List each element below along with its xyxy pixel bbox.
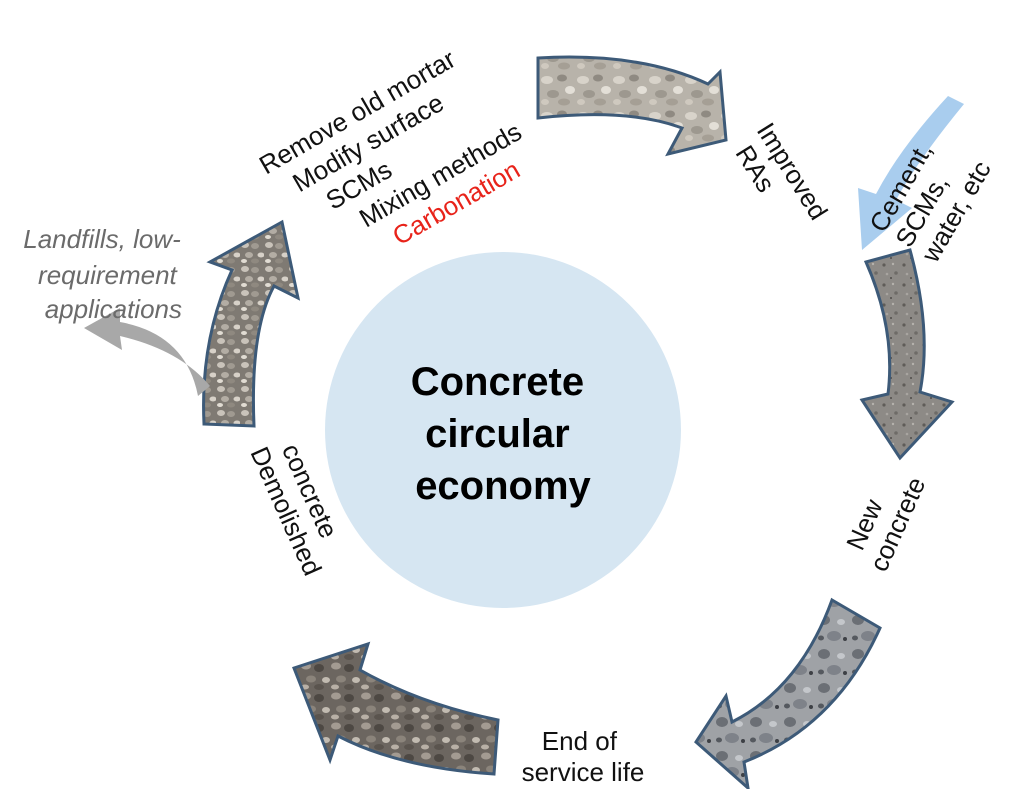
- inputs-label: Cement, SCMs, water, etc: [863, 126, 997, 268]
- center-title-line-1: Concrete: [411, 360, 584, 404]
- input-materials-arrow: [858, 96, 964, 250]
- diversion-arrow: [84, 308, 210, 396]
- diversion-label: Landfills, low- requirement applications: [23, 224, 188, 324]
- service-life-arrow: [694, 597, 882, 789]
- crushing-to-treatment-arrow: [202, 219, 301, 428]
- improved-ras-label: Improved RAs: [725, 117, 836, 244]
- mixing-to-new-concrete-arrow: [859, 248, 955, 461]
- end-of-service-line-2: service life: [522, 757, 645, 787]
- demolition-arrow: [292, 641, 500, 776]
- diversion-line-2: requirement: [38, 260, 179, 290]
- end-of-service-line-1: End of: [542, 726, 618, 756]
- center-title-line-3: economy: [415, 464, 591, 508]
- center-title: Concrete circular economy: [411, 360, 596, 508]
- diversion-line-1: Landfills, low-: [23, 224, 181, 254]
- new-concrete-label: New concrete: [836, 460, 931, 576]
- diversion-line-3: applications: [45, 294, 182, 324]
- end-of-service-label: End of service life: [522, 726, 645, 787]
- center-circle: [325, 252, 681, 608]
- treatment-to-improved-arrow: [536, 55, 728, 157]
- center-title-line-2: circular: [425, 412, 570, 456]
